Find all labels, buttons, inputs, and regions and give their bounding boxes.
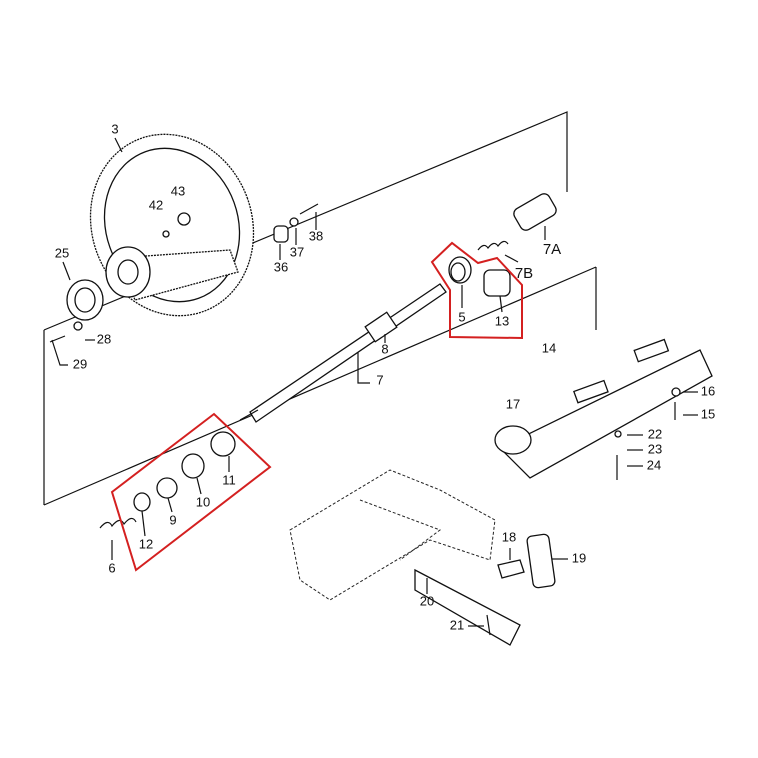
callout-7A: 7A	[543, 241, 561, 258]
callout-10: 10	[196, 494, 210, 509]
leader-lines	[51, 137, 698, 627]
callout-3: 3	[111, 121, 118, 136]
callout-36: 36	[274, 259, 288, 274]
callout-11: 11	[222, 472, 236, 487]
bearing-bush-group	[448, 256, 511, 297]
callout-15: 15	[701, 406, 715, 421]
callout-17: 17	[506, 396, 520, 411]
callout-14: 14	[542, 340, 556, 355]
column-tube	[494, 338, 713, 480]
callout-37: 37	[290, 244, 304, 259]
callout-16: 16	[701, 383, 715, 398]
callout-25: 25	[55, 245, 69, 260]
callout-23: 23	[648, 441, 662, 456]
steering-shaft	[239, 283, 447, 423]
callout-6: 6	[108, 560, 115, 575]
horn-ring	[49, 279, 104, 343]
callout-21: 21	[450, 617, 464, 632]
callout-24: 24	[647, 457, 661, 472]
callout-labels: 3 43 42 25 28 29 36 37 38 7A 7B 5 13 8 7…	[55, 121, 715, 632]
callout-29: 29	[73, 356, 87, 371]
steering-wheel	[89, 133, 255, 317]
lower-bearing-parts	[99, 431, 236, 529]
callout-7B: 7B	[515, 265, 533, 282]
callout-8: 8	[381, 341, 388, 356]
callout-9: 9	[169, 512, 176, 527]
shaft-upper-parts	[477, 193, 557, 251]
callout-38: 38	[309, 228, 323, 243]
callout-43: 43	[171, 183, 185, 198]
callout-13: 13	[495, 313, 509, 328]
small-fasteners	[273, 203, 319, 243]
callout-20: 20	[420, 593, 434, 608]
callout-19: 19	[572, 550, 586, 565]
highlight-outline-9-12	[110, 412, 272, 572]
callout-5: 5	[458, 309, 465, 324]
highlight-outline-5-13	[430, 241, 523, 340]
callout-18: 18	[502, 529, 516, 544]
callout-22: 22	[648, 426, 662, 441]
callout-12: 12	[139, 536, 153, 551]
lower-trim-parts	[414, 533, 556, 646]
pedal-bracket-outline	[289, 469, 496, 601]
callout-42: 42	[149, 197, 163, 212]
callout-28: 28	[97, 331, 111, 346]
callout-7: 7	[376, 372, 383, 387]
